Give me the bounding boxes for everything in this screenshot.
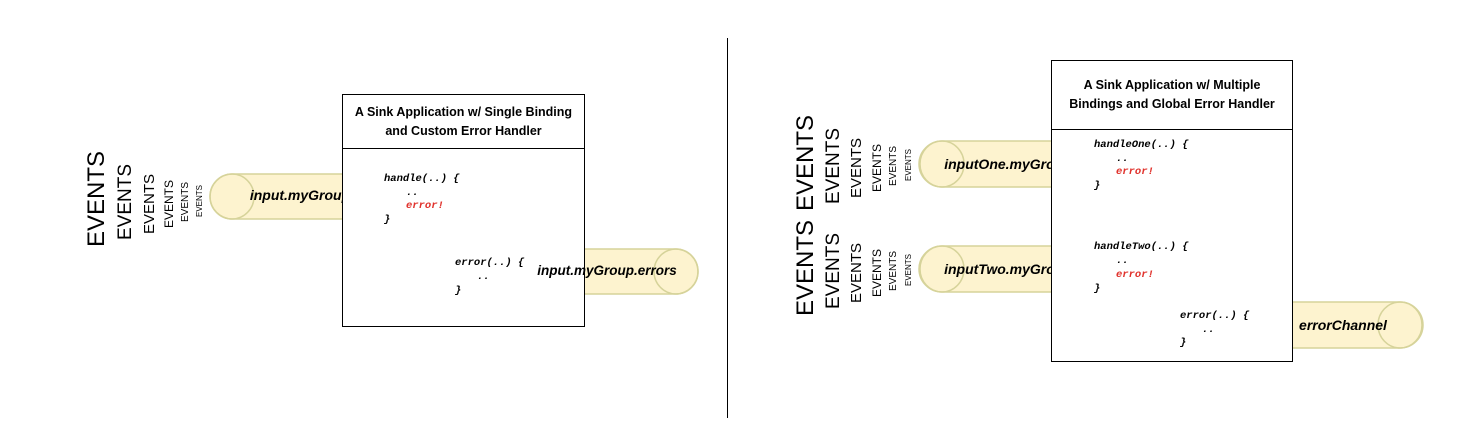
sink-app-box-right: A Sink Application w/ Multiple Bindings … <box>1051 60 1293 362</box>
events-label: EVENTS <box>83 150 110 247</box>
events-label: EVENTS <box>848 137 865 198</box>
events-label: EVENTS <box>888 145 899 186</box>
app-title-right: A Sink Application w/ Multiple Bindings … <box>1052 61 1292 130</box>
handler-dots: .. <box>406 187 419 199</box>
events-label: EVENTS <box>904 148 913 181</box>
handler-one-error: error! <box>1116 166 1154 178</box>
handler-error: error! <box>406 200 444 212</box>
events-label: EVENTS <box>195 184 204 217</box>
panel-divider <box>727 38 728 418</box>
error-handler-dots: .. <box>477 271 490 283</box>
input-one-queue <box>918 140 1081 188</box>
error-handler-open: error(..) { <box>455 257 525 269</box>
sink-app-box-left: A Sink Application w/ Single Binding and… <box>342 94 585 327</box>
events-label: EVENTS <box>904 253 913 286</box>
events-label: EVENTS <box>792 219 819 316</box>
handler-two-error: error! <box>1116 269 1154 281</box>
events-label: EVENTS <box>162 179 176 228</box>
handler-two-open: handleTwo(..) { <box>1094 241 1189 253</box>
events-label: EVENTS <box>823 127 844 204</box>
input-queue-label-left: input.myGroup <box>249 187 351 203</box>
error-queue-label-left: input.myGroup.errors <box>537 263 677 278</box>
handler-one-close: } <box>1094 180 1101 192</box>
app-title-left: A Sink Application w/ Single Binding and… <box>343 95 584 149</box>
events-label: EVENTS <box>848 242 865 303</box>
error-handler-close: } <box>455 285 462 297</box>
events-label: EVENTS <box>870 248 884 297</box>
input-two-label: inputTwo.myGroup <box>944 261 1072 277</box>
handler-close: } <box>384 214 391 226</box>
events-label: EVENTS <box>141 173 158 234</box>
global-error-close: } <box>1180 337 1187 349</box>
events-label: EVENTS <box>870 143 884 192</box>
handler-one-dots: .. <box>1116 153 1129 165</box>
events-label: EVENTS <box>115 163 136 240</box>
global-error-dots: .. <box>1202 324 1215 336</box>
handler-one-open: handleOne(..) { <box>1094 139 1189 151</box>
input-one-label: inputOne.myGroup <box>944 156 1072 172</box>
handler-two-dots: .. <box>1116 255 1129 267</box>
handler-open: handle(..) { <box>384 173 460 185</box>
error-channel-label: errorChannel <box>1299 317 1387 333</box>
global-error-open: error(..) { <box>1180 310 1250 322</box>
handler-two-close: } <box>1094 283 1101 295</box>
events-label: EVENTS <box>823 232 844 309</box>
events-label: EVENTS <box>180 181 191 222</box>
error-channel-queue <box>1262 301 1424 349</box>
events-label: EVENTS <box>792 114 819 211</box>
events-label: EVENTS <box>888 250 899 291</box>
